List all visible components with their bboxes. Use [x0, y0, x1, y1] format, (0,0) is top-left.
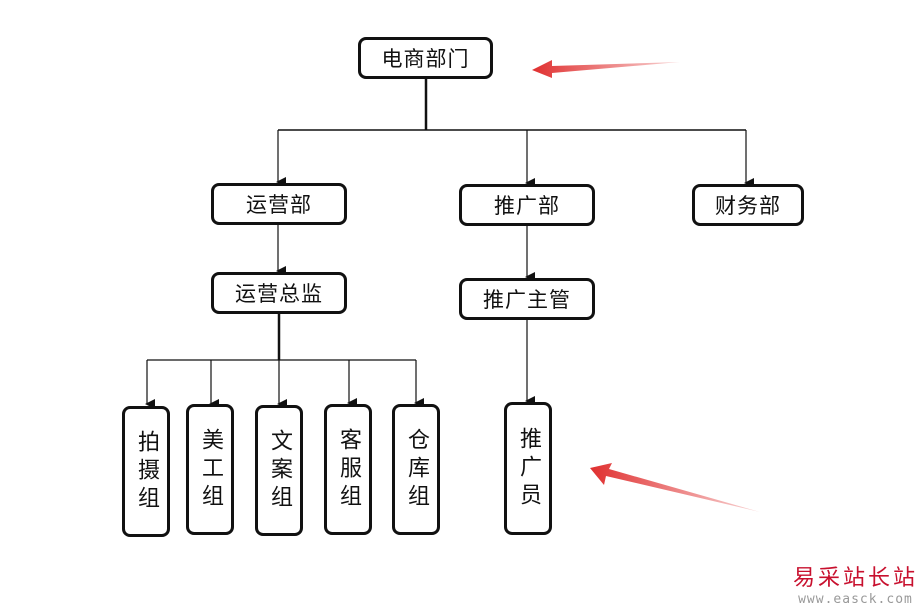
node-group-paishe: 拍摄组	[122, 406, 170, 537]
node-tuiguangyuan: 推广员	[504, 402, 552, 535]
node-group-meigong: 美工组	[186, 404, 234, 535]
node-label: 拍摄组	[134, 429, 159, 514]
node-label: 客服组	[336, 427, 361, 512]
node-department-tuiguang: 推广部	[459, 184, 595, 226]
node-manager-tuiguang-zhuguan: 推广主管	[459, 278, 595, 320]
watermark-name: 易采站长站	[792, 566, 918, 591]
node-manager-yunying-zongjian: 运营总监	[211, 272, 347, 314]
node-group-wenan: 文案组	[255, 405, 303, 536]
node-department-caiwu: 财务部	[692, 184, 804, 226]
node-group-kefu: 客服组	[324, 404, 372, 535]
node-group-cangku: 仓库组	[392, 404, 440, 535]
node-label: 运营部	[246, 193, 312, 217]
node-department-yunying: 运营部	[211, 183, 347, 225]
node-label: 文案组	[267, 428, 292, 513]
red-arrow-bottom	[590, 463, 760, 512]
watermark: 易采站长站 www.easck.com	[793, 560, 918, 607]
node-label: 财务部	[715, 194, 781, 218]
node-label: 推广部	[494, 194, 560, 218]
node-label: 电商部门	[381, 47, 470, 71]
node-root: 电商部门	[358, 37, 493, 79]
node-label: 美工组	[198, 427, 223, 512]
node-label: 仓库组	[404, 427, 429, 512]
node-label: 推广员	[516, 426, 541, 511]
node-label: 运营总监	[235, 282, 323, 306]
watermark-url: www.easck.com	[798, 592, 913, 607]
red-arrow-top	[532, 60, 680, 78]
node-label: 推广主管	[483, 288, 571, 312]
